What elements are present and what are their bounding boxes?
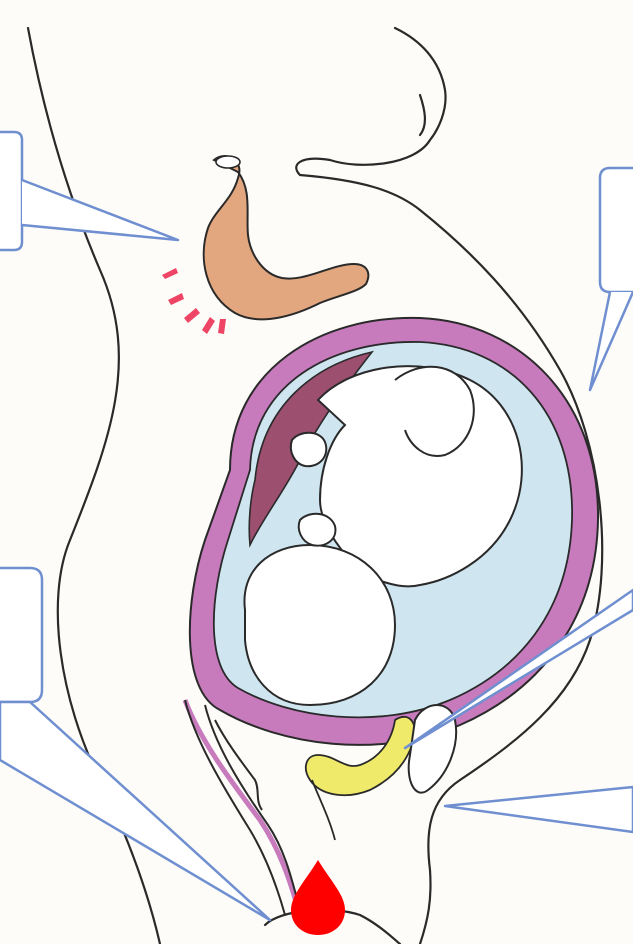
fetus-hand <box>299 514 336 546</box>
fetus-foot <box>291 433 326 466</box>
callout-middle-left <box>0 568 42 702</box>
fetus-head <box>244 545 395 705</box>
